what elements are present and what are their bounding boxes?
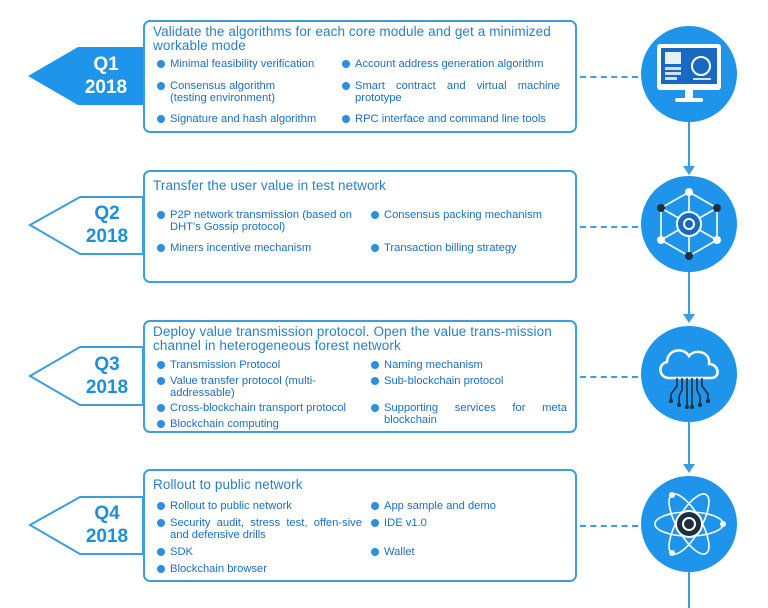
q3-bullet: Supporting services for meta blockchain <box>371 402 567 426</box>
bullet-dot <box>157 115 165 123</box>
timeline-line <box>688 272 690 318</box>
q4-label: Q4 2018 <box>72 502 142 548</box>
q1-year: 2018 <box>84 77 128 98</box>
timeline-line <box>688 422 690 468</box>
q4-year: 2018 <box>85 526 129 547</box>
q2-bullet: Miners incentive mechanism <box>157 242 372 254</box>
bullet-dot <box>157 60 165 68</box>
computer-screen-icon <box>641 26 737 122</box>
q3-card: Deploy value transmission protocol. Open… <box>143 320 577 433</box>
bullet-dot <box>371 361 379 369</box>
timeline-arrow <box>683 314 695 323</box>
q4-quarter: Q4 <box>94 503 120 524</box>
q1-card: Validate the algorithms for each core mo… <box>143 20 577 133</box>
bullet-dot <box>342 82 350 90</box>
q3-bullet: Value transfer protocol (multi-addressab… <box>157 375 317 399</box>
atom-icon <box>641 476 737 572</box>
q3-bullet: Blockchain computing <box>157 418 372 430</box>
q1-bullet: Minimal feasibility verification <box>157 58 357 70</box>
q3-connector <box>580 376 638 378</box>
q1-bullet: Smart contract and virtual machine proto… <box>342 80 560 104</box>
bullet-dot <box>157 519 165 527</box>
bullet-dot <box>157 211 165 219</box>
q2-quarter: Q2 <box>94 203 120 224</box>
q1-title: Validate the algorithms for each core mo… <box>153 24 551 53</box>
q2-connector <box>580 226 638 228</box>
q3-quarter: Q3 <box>94 354 120 375</box>
q4-connector <box>580 525 638 527</box>
q2-card: Transfer the user value in test network … <box>143 170 577 283</box>
bullet-dot <box>371 519 379 527</box>
q4-title: Rollout to public network <box>153 477 303 492</box>
timeline-arrow <box>683 464 695 473</box>
bullet-dot <box>371 502 379 510</box>
q4-bullet: Security audit, stress test, offen-sive … <box>157 517 362 541</box>
q4-bullet: IDE v1.0 <box>371 517 576 529</box>
bullet-dot <box>157 377 165 385</box>
q4-bullet: Blockchain browser <box>157 563 372 575</box>
bullet-dot <box>157 502 165 510</box>
q3-bullet: Transmission Protocol <box>157 359 372 371</box>
q3-bullet: Sub-blockchain protocol <box>371 375 576 387</box>
q4-bullet: SDK <box>157 546 372 558</box>
q3-bullet: Cross-blockchain transport protocol <box>157 402 377 414</box>
q1-bullet: RPC interface and command line tools <box>342 113 577 125</box>
bullet-dot <box>371 548 379 556</box>
q3-year: 2018 <box>85 377 129 398</box>
q1-connector <box>580 76 638 78</box>
bullet-dot <box>157 548 165 556</box>
q4-card: Rollout to public network Rollout to pub… <box>143 469 577 582</box>
bullet-dot <box>371 404 379 412</box>
q2-bullet: P2P network transmission (based on DHT's… <box>157 209 372 233</box>
q2-label: Q2 2018 <box>72 202 142 248</box>
q1-bullet: Account address generation algorithm <box>342 58 577 70</box>
bullet-dot <box>342 60 350 68</box>
bullet-dot <box>157 420 165 428</box>
q1-label: Q1 2018 <box>70 53 142 99</box>
q2-bullet: Consensus packing mechanism <box>371 209 576 221</box>
timeline-line <box>688 122 690 170</box>
q4-arrow-tag <box>27 496 144 555</box>
bullet-dot <box>342 115 350 123</box>
network-hexagon-icon <box>641 176 737 272</box>
q1-quarter: Q1 <box>93 54 119 75</box>
bullet-dot <box>157 82 165 90</box>
q2-year: 2018 <box>85 226 129 247</box>
q4-bullet: App sample and demo <box>371 500 576 512</box>
bullet-dot <box>157 565 165 573</box>
q1-bullet: Consensus algorithm (testing environment… <box>157 80 307 104</box>
q4-bullet: Wallet <box>371 546 576 558</box>
timeline-arrow <box>683 166 695 175</box>
bullet-dot <box>157 404 165 412</box>
q3-label: Q3 2018 <box>72 353 142 399</box>
bullet-dot <box>157 244 165 252</box>
q2-title: Transfer the user value in test network <box>153 178 387 193</box>
cloud-circuit-icon <box>641 326 737 422</box>
bullet-dot <box>371 244 379 252</box>
bullet-dot <box>371 377 379 385</box>
q3-title: Deploy value transmission protocol. Open… <box>153 324 552 353</box>
q1-bullet: Signature and hash algorithm <box>157 113 357 125</box>
q4-bullet: Rollout to public network <box>157 500 372 512</box>
q1-arrow-tag <box>28 47 143 105</box>
timeline-line <box>688 572 690 608</box>
q2-bullet: Transaction billing strategy <box>371 242 576 254</box>
bullet-dot <box>157 361 165 369</box>
q3-bullet: Naming mechanism <box>371 359 576 371</box>
bullet-dot <box>371 211 379 219</box>
